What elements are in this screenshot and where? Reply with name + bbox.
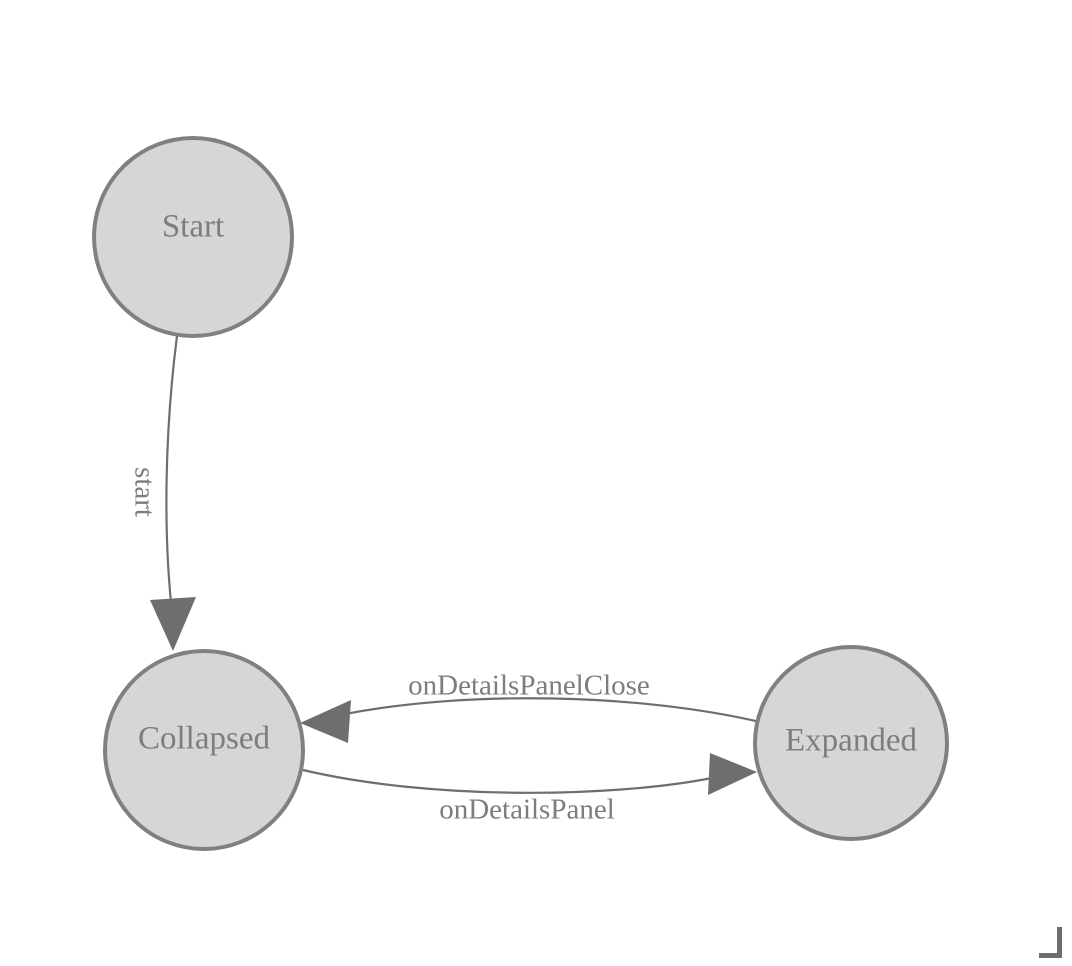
edge-label-on-details-panel: onDetailsPanel bbox=[439, 794, 615, 826]
arrowhead-into-collapsed-left bbox=[300, 700, 351, 743]
node-start[interactable]: Start bbox=[92, 136, 294, 338]
node-start-circle bbox=[92, 136, 294, 338]
edge-path-start-to-collapsed bbox=[165, 335, 179, 613]
node-collapsed-circle bbox=[103, 649, 305, 851]
node-expanded-circle bbox=[753, 645, 949, 841]
node-collapsed-label: Collapsed bbox=[138, 721, 270, 757]
node-start-label: Start bbox=[162, 209, 224, 245]
node-collapsed[interactable]: Collapsed bbox=[103, 649, 305, 851]
edge-expanded-to-collapsed[interactable] bbox=[300, 697, 761, 743]
arrowhead-into-collapsed-top bbox=[150, 597, 196, 651]
panel-frame-vertical-edge bbox=[1057, 927, 1062, 958]
edge-label-on-details-panel-close: onDetailsPanelClose bbox=[408, 670, 650, 702]
panel-frame-horizontal-edge bbox=[1039, 953, 1062, 958]
node-expanded[interactable]: Expanded bbox=[753, 645, 949, 841]
edge-collapsed-to-expanded[interactable] bbox=[302, 753, 757, 795]
panel-corner-frame bbox=[1039, 927, 1062, 958]
node-expanded-label: Expanded bbox=[785, 723, 917, 759]
edge-path-collapsed-to-expanded bbox=[302, 768, 713, 794]
edge-start-to-collapsed[interactable] bbox=[150, 335, 196, 651]
edge-path-expanded-to-collapsed bbox=[344, 697, 761, 724]
arrowhead-into-expanded-right bbox=[708, 753, 757, 795]
edge-label-start: start bbox=[128, 467, 160, 517]
